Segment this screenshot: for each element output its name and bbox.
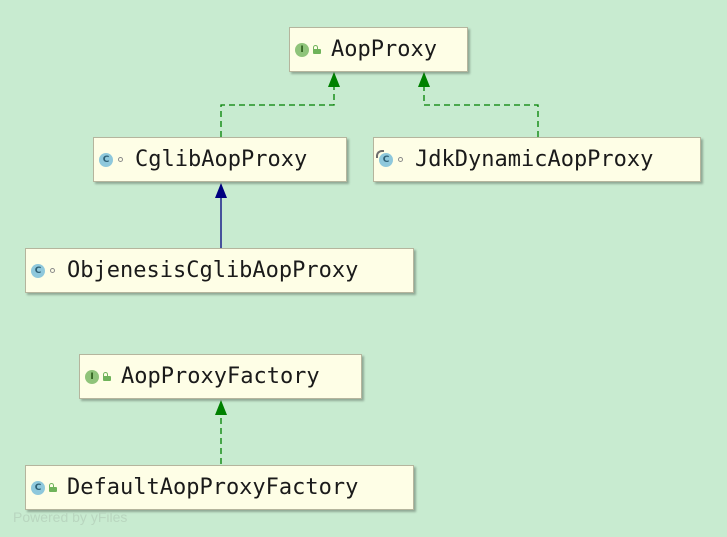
- public-visibility-icon: [103, 372, 111, 381]
- interface-icon: I: [85, 369, 99, 384]
- node-label: JdkDynamicAopProxy: [415, 147, 654, 172]
- arrowhead-cglib: [215, 183, 227, 198]
- public-visibility-icon: [49, 483, 57, 492]
- node-aop-proxy[interactable]: I AopProxy: [289, 27, 468, 72]
- interface-icon: I: [295, 42, 309, 57]
- abstract-class-icon: C: [376, 149, 393, 167]
- public-visibility-icon: [313, 45, 321, 54]
- node-label: AopProxy: [331, 37, 437, 62]
- abstract-marker-icon: [376, 149, 384, 158]
- node-label: DefaultAopProxyFactory: [67, 475, 359, 500]
- node-default-aop-proxy-factory[interactable]: C DefaultAopProxyFactory: [25, 465, 414, 510]
- node-cglib-aop-proxy[interactable]: C CglibAopProxy: [93, 137, 347, 182]
- badge-letter: C: [382, 154, 390, 165]
- class-icon: C: [99, 152, 113, 167]
- arrowhead-aopproxy-right: [418, 72, 430, 87]
- arrowhead-aopproxy-left: [328, 72, 340, 87]
- package-visibility-icon: [397, 155, 405, 164]
- class-icon: C: [31, 480, 45, 495]
- class-icon: C: [31, 263, 45, 278]
- package-visibility-icon: [117, 155, 125, 164]
- edge-cglib-implements-aopproxy: [220, 86, 335, 137]
- node-objenesis-cglib-aop-proxy[interactable]: C ObjenesisCglibAopProxy: [25, 248, 414, 293]
- node-aop-proxy-factory[interactable]: I AopProxyFactory: [79, 354, 362, 399]
- node-label: AopProxyFactory: [121, 364, 320, 389]
- node-jdk-dynamic-aop-proxy[interactable]: C JdkDynamicAopProxy: [373, 137, 701, 182]
- package-visibility-icon: [49, 266, 57, 275]
- watermark: Powered by yFiles: [13, 509, 128, 525]
- node-label: CglibAopProxy: [135, 147, 308, 172]
- node-label: ObjenesisCglibAopProxy: [67, 258, 359, 283]
- edge-jdk-implements-aopproxy: [423, 86, 539, 137]
- arrowhead-factory: [215, 400, 227, 415]
